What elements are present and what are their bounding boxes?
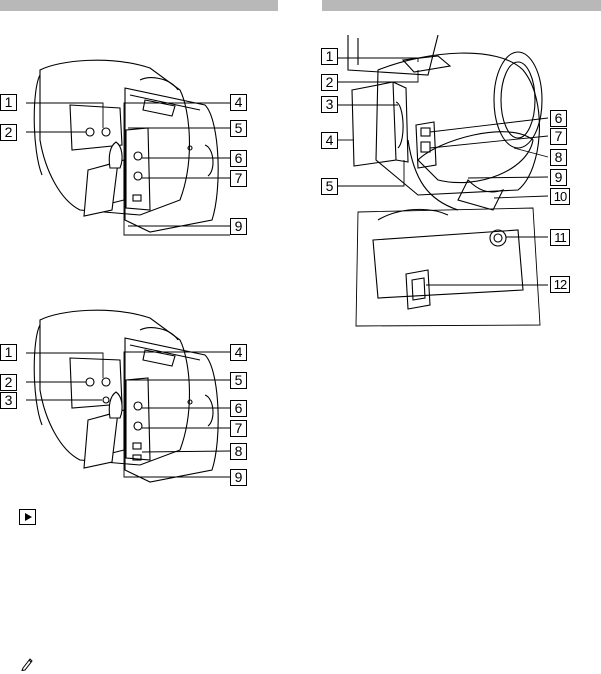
callout-badge: 4: [321, 132, 338, 149]
callout-badge: 6: [550, 110, 567, 127]
right-header-bar: [322, 0, 601, 11]
callout-badge: 9: [230, 218, 247, 235]
callout-badge: 5: [230, 120, 247, 137]
callout-badge: 8: [230, 443, 247, 460]
callout-badge: 9: [230, 469, 247, 486]
callout-badge: 6: [230, 400, 247, 417]
callout-badge: 1: [321, 48, 338, 65]
callout-badge: 2: [0, 124, 17, 141]
callout-badge: 4: [230, 94, 247, 111]
callout-badge: 7: [230, 170, 247, 187]
camcorder-illustration-top-left: 1 2 4 5 6 7 9: [0, 50, 280, 250]
callout-badge: 8: [550, 149, 567, 166]
callout-badge: 12: [550, 276, 570, 293]
camcorder-illustration-right: 1 2 3 4 5 6 7 8 9 10 11 12: [318, 30, 601, 330]
callout-badge: 11: [550, 229, 570, 246]
play-icon: [19, 509, 36, 525]
callout-badge: 7: [550, 128, 567, 145]
callout-badge: 1: [0, 94, 17, 111]
callout-badge: 7: [230, 420, 247, 437]
callout-badge: 5: [230, 372, 247, 389]
callout-badge: 1: [0, 344, 17, 361]
pencil-icon: [20, 657, 34, 671]
callout-badge: 6: [230, 150, 247, 167]
callout-badge: 5: [321, 178, 338, 195]
callout-badge: 3: [321, 96, 338, 113]
callout-badge: 10: [550, 188, 570, 205]
callout-badge: 3: [0, 392, 17, 409]
callout-badge: 2: [0, 374, 17, 391]
callout-badge: 9: [550, 169, 567, 186]
camcorder-illustration-bottom-left: 1 2 3 4 5 6 7 8 9: [0, 300, 280, 500]
left-header-bar: [0, 0, 278, 11]
callout-badge: 4: [230, 344, 247, 361]
callout-badge: 2: [321, 74, 338, 91]
